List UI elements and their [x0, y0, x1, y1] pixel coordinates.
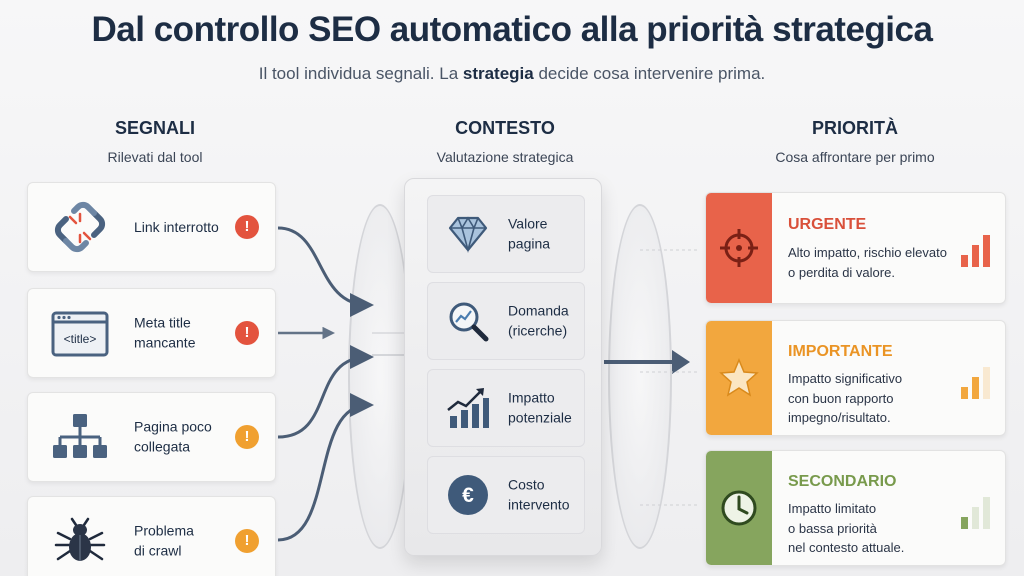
alert-icon: ! [235, 215, 259, 239]
context-label: Domanda(ricerche) [508, 302, 569, 339]
magnifier-trend-icon [449, 302, 489, 342]
signals-subheading: Rilevati dal tool [107, 149, 203, 165]
alert-icon: ! [235, 425, 259, 449]
context-heading: CONTESTO [455, 118, 555, 138]
priority-band [706, 451, 772, 565]
bug-icon [54, 517, 106, 561]
priority-band [706, 321, 772, 435]
connector-signal-3 [277, 345, 374, 439]
svg-text:<title>: <title> [64, 332, 97, 346]
signals-column-header: SEGNALI Rilevati dal tool [40, 118, 270, 165]
growth-chart-icon [447, 388, 489, 428]
signal-card-broken-link: Link interrotto ! [27, 182, 276, 272]
euro-icon: € [448, 475, 488, 515]
priority-band [706, 193, 772, 303]
connector-signal-4 [277, 393, 374, 542]
svg-text:€: € [462, 484, 474, 507]
priority-level-bars [961, 497, 990, 529]
context-subheading: Valutazione strategica [436, 149, 574, 165]
clock-icon [721, 490, 757, 526]
alert-icon: ! [235, 321, 259, 345]
priority-level-bars [961, 367, 990, 399]
priority-title: IMPORTANTE [788, 343, 893, 360]
target-icon [720, 229, 758, 267]
connector-signal-1 [277, 226, 374, 317]
alert-icon: ! [235, 529, 259, 553]
context-item-demand: Domanda(ricerche) [427, 282, 585, 360]
funnel-ring-right [608, 204, 672, 549]
subtitle-text-after: decide cosa intervenire prima. [533, 64, 766, 83]
context-column-header: CONTESTO Valutazione strategica [390, 118, 620, 165]
priority-level-bars [961, 235, 990, 267]
star-icon [719, 358, 759, 397]
priority-subheading: Cosa affrontare per primo [775, 149, 935, 165]
priority-heading: PRIORITÀ [811, 118, 898, 138]
signal-label: Link interrotto [134, 218, 219, 235]
priority-column-header: PRIORITÀ Cosa affrontare per primo [735, 118, 975, 165]
subtitle-text-before: Il tool individua segnali. La [258, 64, 463, 83]
page-title: Dal controllo SEO automatico alla priori… [91, 10, 933, 49]
priority-title: URGENTE [788, 216, 867, 233]
sitemap-icon [53, 414, 107, 458]
title-tag-icon: <title> [51, 311, 109, 357]
priority-title: SECONDARIO [788, 473, 897, 490]
broken-link-icon [54, 201, 106, 253]
diamond-icon [448, 216, 488, 254]
page-subtitle: Il tool individua segnali. La strategia … [0, 64, 1024, 84]
subtitle-bold-word: strategia [462, 64, 534, 83]
signals-heading: SEGNALI [114, 118, 195, 138]
